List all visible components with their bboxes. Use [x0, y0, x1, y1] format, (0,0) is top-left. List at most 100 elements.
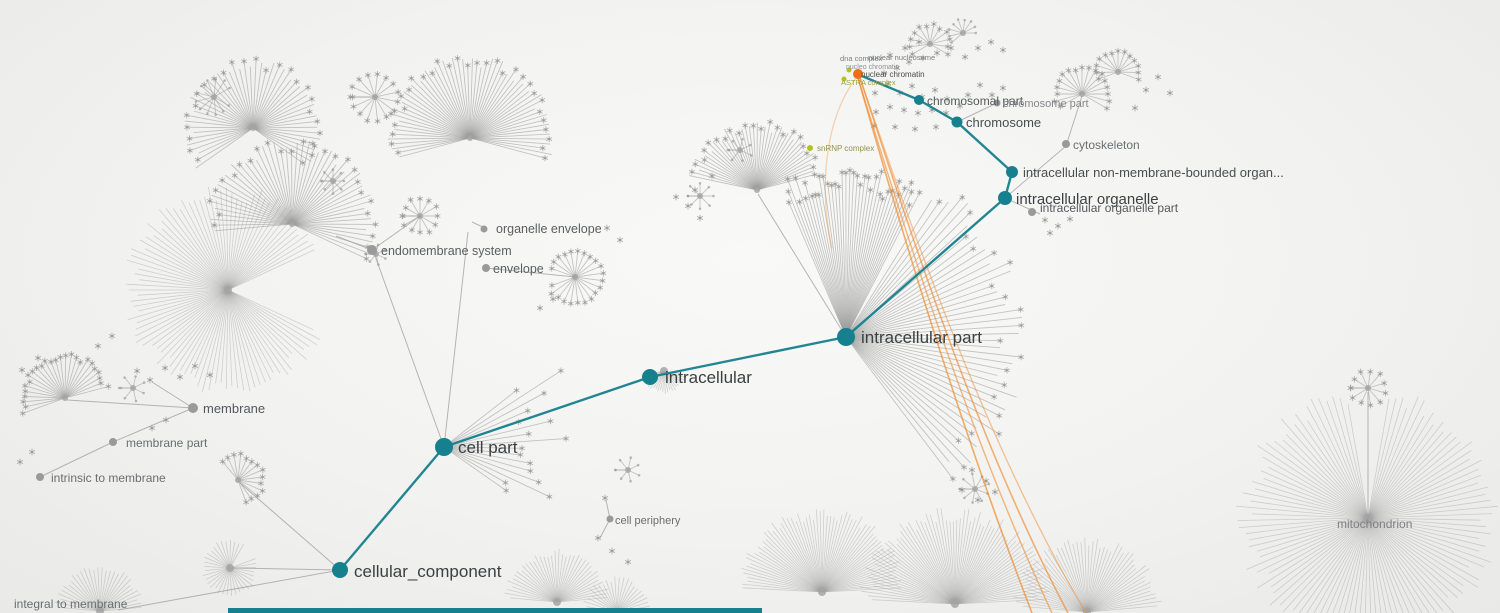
- leaf-node-glyph[interactable]: [1001, 381, 1008, 389]
- fan-cluster[interactable]: [859, 508, 1050, 608]
- leaf-node-glyph[interactable]: [567, 248, 574, 255]
- leaf-node-glyph[interactable]: [257, 480, 265, 487]
- leaf-node-glyph[interactable]: [191, 362, 199, 370]
- fan-center-node[interactable]: [1365, 385, 1371, 391]
- leaf-node-glyph[interactable]: [796, 198, 803, 205]
- term-node-endomembrane-system[interactable]: [367, 245, 377, 255]
- leaf-node-glyph[interactable]: [974, 496, 982, 504]
- leaf-node-glyph[interactable]: [230, 451, 237, 458]
- leaf-node-glyph[interactable]: [395, 88, 402, 96]
- leaf-node-glyph[interactable]: [259, 473, 266, 481]
- leaf-node-glyph[interactable]: [893, 64, 901, 72]
- leaf-node-glyph[interactable]: [906, 43, 913, 51]
- term-node-cytoskeleton[interactable]: [1062, 140, 1070, 148]
- leaf-node-glyph[interactable]: [839, 169, 846, 176]
- leaf-node-glyph[interactable]: [364, 117, 371, 124]
- leaf-node-glyph[interactable]: [276, 61, 283, 69]
- leaf-node-glyph[interactable]: [581, 250, 588, 257]
- leaf-node-glyph[interactable]: [317, 129, 324, 137]
- leaf-node-glyph[interactable]: [416, 195, 424, 202]
- leaf-node-glyph[interactable]: [220, 69, 227, 76]
- leaf-node-glyph[interactable]: [961, 53, 969, 61]
- fan-cluster[interactable]: [219, 450, 266, 506]
- leaf-node-glyph[interactable]: [228, 59, 235, 66]
- fan-cluster[interactable]: [19, 351, 112, 417]
- fan-cluster[interactable]: [504, 548, 608, 606]
- leaf-node-glyph[interactable]: [930, 20, 937, 28]
- leaf-node-glyph[interactable]: [705, 139, 712, 146]
- leaf-node-glyph[interactable]: [736, 129, 743, 137]
- leaf-node-glyph[interactable]: [57, 353, 64, 361]
- leaf-node-glyph[interactable]: [1093, 62, 1100, 69]
- leaf-node-glyph[interactable]: [368, 197, 375, 205]
- term-node-nuclear-chromatin[interactable]: [853, 69, 863, 79]
- leaf-node-glyph[interactable]: [911, 125, 919, 133]
- term-node-chromosomal-part[interactable]: [914, 95, 924, 105]
- leaf-node-glyph[interactable]: [878, 168, 885, 175]
- leaf-node-glyph[interactable]: [1135, 76, 1142, 83]
- leaf-node-glyph[interactable]: [474, 59, 481, 67]
- term-node-snrnp-complex[interactable]: [807, 145, 813, 151]
- leaf-node-glyph[interactable]: [19, 410, 26, 417]
- leaf-node-glyph[interactable]: [597, 284, 604, 291]
- fan-cluster[interactable]: [117, 375, 146, 403]
- leaf-node-glyph[interactable]: [561, 251, 568, 258]
- term-node-intracellular-organelle-part[interactable]: [1028, 208, 1036, 216]
- leaf-node-glyph[interactable]: [810, 163, 817, 171]
- leaf-node-glyph[interactable]: [133, 367, 141, 375]
- leaf-node-glyph[interactable]: [1377, 370, 1384, 377]
- leaf-node-glyph[interactable]: [1347, 384, 1354, 392]
- leaf-node-glyph[interactable]: [512, 66, 519, 73]
- leaf-node-glyph[interactable]: [828, 182, 835, 189]
- leaf-node-glyph[interactable]: [896, 178, 903, 185]
- leaf-node-glyph[interactable]: [567, 300, 574, 307]
- leaf-node-glyph[interactable]: [539, 144, 546, 152]
- leaf-node-glyph[interactable]: [314, 118, 321, 125]
- leaf-node-glyph[interactable]: [146, 376, 154, 384]
- leaf-node-glyph[interactable]: [95, 369, 102, 376]
- leaf-node-glyph[interactable]: [563, 435, 570, 442]
- leaf-node-glyph[interactable]: [999, 46, 1007, 54]
- leaf-node-glyph[interactable]: [527, 80, 534, 87]
- fan-cluster[interactable]: [843, 194, 1025, 483]
- leaf-node-glyph[interactable]: [390, 80, 397, 87]
- leaf-node-glyph[interactable]: [519, 445, 526, 452]
- leaf-node-glyph[interactable]: [1381, 380, 1388, 387]
- fan-cluster[interactable]: [947, 18, 978, 44]
- leaf-node-glyph[interactable]: [588, 295, 595, 303]
- leaf-node-glyph[interactable]: [22, 403, 29, 410]
- leaf-node-glyph[interactable]: [594, 534, 602, 542]
- leaf-node-glyph[interactable]: [742, 122, 749, 129]
- leaf-node-glyph[interactable]: [601, 494, 609, 502]
- fan-center-node[interactable]: [927, 41, 933, 47]
- term-node-cell-periphery[interactable]: [606, 515, 614, 523]
- leaf-node-glyph[interactable]: [91, 365, 98, 372]
- leaf-node-glyph[interactable]: [1121, 48, 1128, 56]
- leaf-node-glyph[interactable]: [1101, 77, 1108, 84]
- leaf-node-glyph[interactable]: [248, 495, 255, 502]
- leaf-node-glyph[interactable]: [89, 360, 96, 367]
- leaf-node-glyph[interactable]: [1114, 47, 1122, 55]
- fan-cluster[interactable]: [726, 137, 753, 163]
- leaf-node-glyph[interactable]: [425, 197, 432, 204]
- leaf-node-glyph[interactable]: [259, 487, 266, 495]
- leaf-node-glyph[interactable]: [964, 91, 972, 99]
- leaf-node-glyph[interactable]: [33, 364, 40, 371]
- leaf-node-glyph[interactable]: [909, 51, 916, 58]
- term-node-chromatin-yg-1[interactable]: [846, 67, 852, 73]
- fan-center-node[interactable]: [625, 467, 631, 473]
- leaf-node-glyph[interactable]: [536, 304, 544, 312]
- leaf-node-glyph[interactable]: [399, 212, 406, 220]
- leaf-node-glyph[interactable]: [434, 58, 441, 65]
- leaf-node-glyph[interactable]: [901, 44, 909, 52]
- leaf-node-glyph[interactable]: [911, 29, 918, 37]
- leaf-node-glyph[interactable]: [974, 44, 982, 52]
- fan-center-node[interactable]: [951, 600, 959, 608]
- leaf-node-glyph[interactable]: [802, 195, 809, 202]
- term-node-chromosome-part[interactable]: [993, 99, 1001, 107]
- fan-center-node[interactable]: [737, 147, 743, 153]
- leaf-node-glyph[interactable]: [701, 147, 708, 154]
- leaf-node-glyph[interactable]: [397, 92, 405, 100]
- fan-cluster[interactable]: [387, 55, 553, 162]
- leaf-node-glyph[interactable]: [1078, 64, 1086, 71]
